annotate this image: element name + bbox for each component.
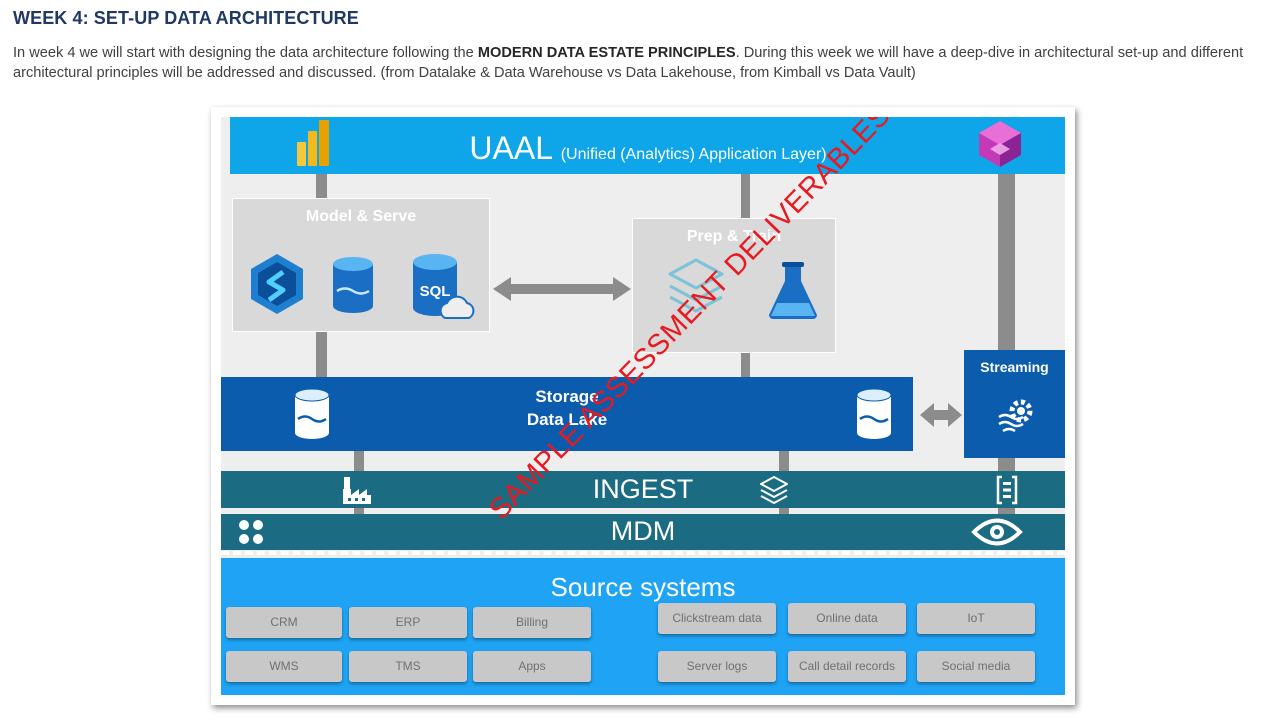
ingest-title: INGEST: [592, 474, 694, 504]
source-item-clickstream-data: Clickstream data: [658, 603, 776, 634]
source-item-apps: Apps: [473, 651, 591, 682]
page-title: WEEK 4: SET-UP DATA ARCHITECTURE: [13, 8, 359, 28]
sql-label: SQL: [420, 283, 451, 300]
uaal-layer: UAAL (Unified (Analytics) Application La…: [230, 117, 1065, 174]
power-bi-icon: [297, 120, 329, 166]
connector-ingest-mdm-2: [779, 508, 789, 514]
source-systems-layer: Source systems CRM ERP Billing WMS TMS A…: [221, 558, 1065, 695]
mdm-layer: MDM: [221, 514, 1065, 550]
model-serve-title: Model & Serve: [305, 208, 417, 225]
machine-learning-flask-icon: [769, 262, 817, 319]
connector-uaal-streaming: [998, 174, 1015, 350]
database-icon: [856, 388, 892, 439]
source-title: Source systems: [550, 572, 736, 602]
mdm-title: MDM: [610, 516, 676, 546]
data-factory-icon: [343, 477, 371, 504]
storage-text: Storage Data Lake: [221, 385, 913, 431]
source-item-iot: IoT: [917, 603, 1035, 634]
connector-uaal-prep: [741, 174, 750, 218]
database-icon: [294, 388, 330, 439]
source-item-tms: TMS: [349, 651, 467, 682]
intro-text-bold: MODERN DATA ESTATE PRINCIPLES: [477, 45, 736, 61]
connector-storage-ingest-2: [779, 451, 789, 471]
databricks-layers-icon: [668, 258, 724, 313]
source-item-server-logs: Server logs: [658, 651, 776, 682]
purview-eye-icon: [971, 518, 1023, 546]
source-item-billing: Billing: [473, 607, 591, 638]
prep-train-title: Prep & Train: [686, 228, 782, 245]
storage-line2: Data Lake: [526, 410, 608, 429]
stream-analytics-gear-icon: [998, 399, 1033, 433]
uaal-title: UAAL: [469, 130, 552, 166]
connector-storage-ingest-1: [354, 451, 364, 471]
source-item-wms: WMS: [226, 651, 342, 682]
intro-paragraph: In week 4 we will start with designing t…: [13, 43, 1275, 83]
storage-line1: Storage: [535, 387, 599, 406]
power-apps-icon: [979, 121, 1021, 167]
streaming-title: Streaming: [980, 359, 1049, 375]
source-item-online-data: Online data: [788, 603, 906, 634]
databricks-layers-icon: [760, 476, 788, 504]
event-hub-icon: [996, 475, 1018, 505]
source-item-crm: CRM: [226, 607, 342, 638]
connector-streaming-ingest: [998, 458, 1015, 471]
connector-model-storage: [316, 332, 327, 377]
double-arrow-icon: [493, 277, 631, 301]
connector-ingest-mdm-3: [998, 508, 1015, 514]
synapse-icon: [251, 254, 303, 314]
diagram-canvas: UAAL (Unified (Analytics) Application La…: [221, 117, 1065, 695]
connector-prep-storage: [741, 353, 750, 377]
architecture-diagram: UAAL (Unified (Analytics) Application La…: [211, 107, 1075, 705]
connector-uaal-model: [316, 174, 327, 198]
source-item-call-detail-records: Call detail records: [788, 651, 906, 682]
uaal-title-line: UAAL (Unified (Analytics) Application La…: [230, 131, 1065, 172]
storage-data-lake: Storage Data Lake: [221, 377, 913, 451]
layer-divider: [221, 551, 1065, 555]
source-item-social-media: Social media: [917, 651, 1035, 682]
sql-database-icon: SQL: [413, 254, 475, 319]
uaal-subtitle: (Unified (Analytics) Application Layer): [560, 146, 827, 163]
intro-text-part1: In week 4 we will start with designing t…: [13, 45, 478, 61]
double-arrow-icon: [920, 403, 962, 427]
source-item-erp: ERP: [349, 607, 467, 638]
database-icon: [333, 257, 373, 313]
intro-text-part2: . During this week we will have a deep-d…: [13, 45, 1244, 81]
grid-dots-icon: [239, 520, 263, 544]
connector-ingest-mdm-1: [354, 508, 364, 514]
prep-train-panel: Prep & Train: [632, 218, 836, 353]
